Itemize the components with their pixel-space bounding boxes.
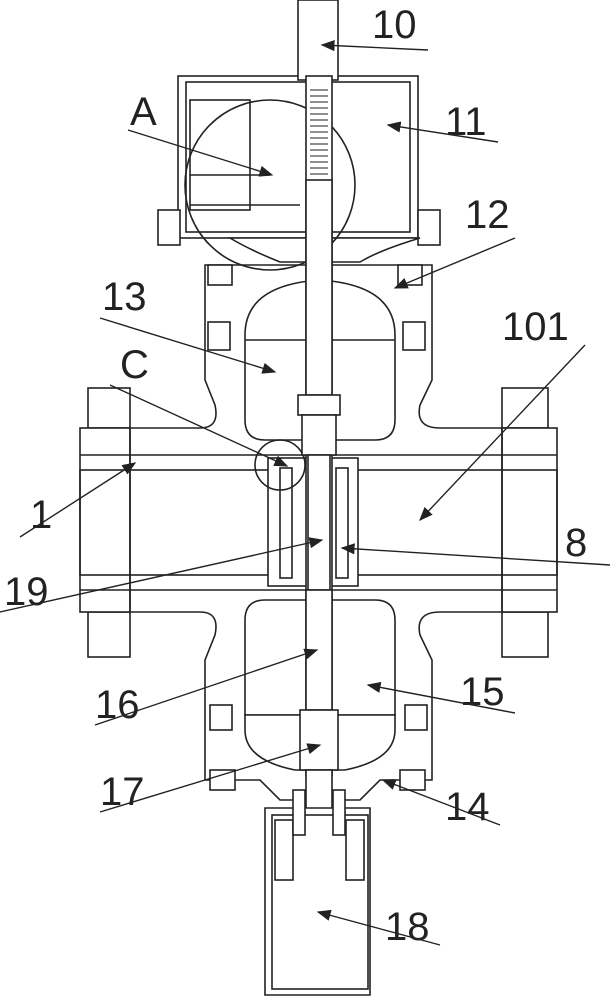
label-19: 19 — [4, 570, 49, 614]
bottom-housing — [265, 790, 370, 995]
label-1: 1 — [30, 493, 52, 537]
label-18: 18 — [385, 905, 430, 949]
label-c: C — [120, 343, 149, 387]
label-13: 13 — [102, 275, 147, 319]
label-101: 101 — [502, 305, 569, 349]
label-12: 12 — [465, 193, 510, 237]
label-16: 16 — [95, 683, 140, 727]
label-11: 11 — [445, 100, 487, 144]
label-8: 8 — [565, 521, 587, 565]
label-15: 15 — [460, 670, 505, 714]
label-14: 14 — [445, 785, 490, 829]
label-10: 10 — [372, 3, 417, 47]
label-17: 17 — [100, 770, 145, 814]
label-a: A — [130, 90, 157, 134]
